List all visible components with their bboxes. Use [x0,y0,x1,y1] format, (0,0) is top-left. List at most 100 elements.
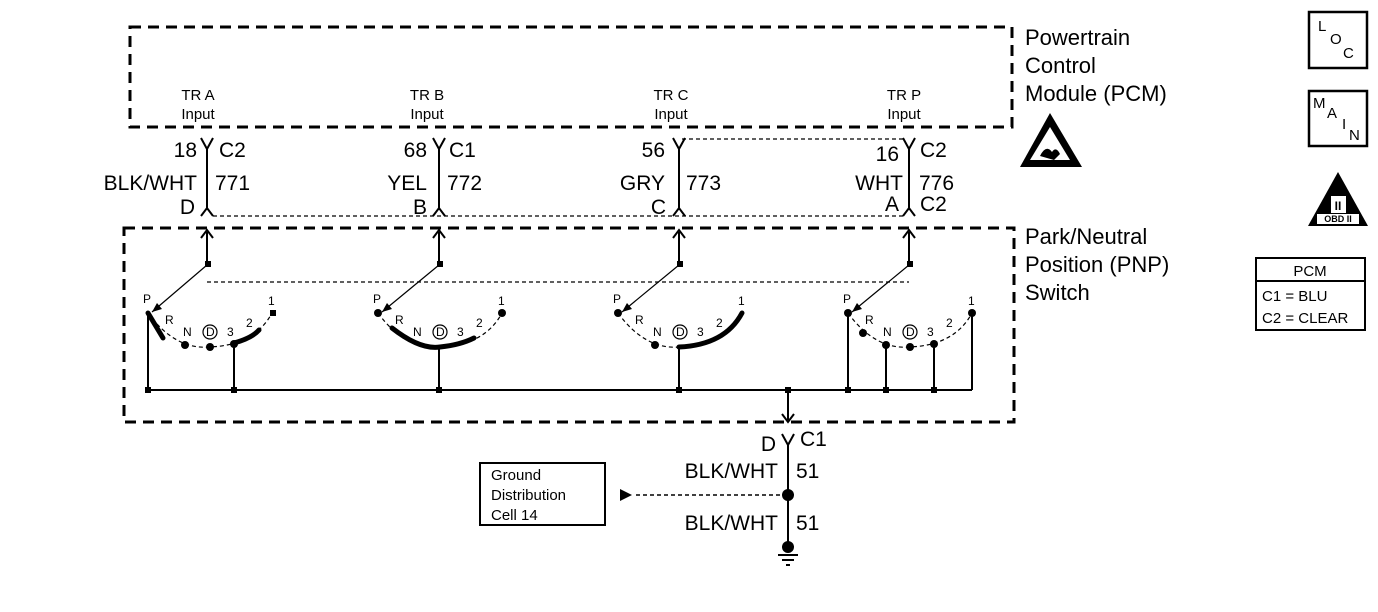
pcm-title-2: Control [1025,53,1096,78]
circuit-771: 771 [215,172,250,195]
circuit-772: 772 [447,172,482,195]
pos-d-p: D [906,325,915,339]
pcm-connector-legend: PCM C1 = BLU C2 = CLEAR [1255,257,1366,331]
loc-c: C [1343,45,1354,62]
pnp-box [122,226,1016,424]
pnp-switch-sections [145,228,976,424]
pos-r-p: R [865,313,874,327]
pos-3-b: 3 [457,325,464,339]
pos-p-p: P [843,292,851,306]
pcm-title-1: Powertrain [1025,25,1130,50]
main-m: M [1313,95,1326,112]
pin-16: 16 [876,143,899,166]
ground-wire1-color: BLK/WHT [685,460,779,483]
obd-numeral: II [1335,199,1342,213]
pos-2-p: 2 [946,316,953,330]
switch-position-labels: P R N D 3 2 1 P R N D 3 2 1 P R N D 3 2 … [143,292,975,340]
circuit-776: 776 [919,172,954,195]
pnp-pin-b: B [413,196,427,219]
pcm-table-title: PCM [1293,263,1326,280]
pcm-table-row-2: C2 = CLEAR [1262,310,1348,327]
input-label-trb: TR B [410,87,444,104]
pos-1-b: 1 [498,294,505,308]
input-label-tra: TR A [181,87,214,104]
ground-distribution-ref-box [479,462,606,526]
input-sub-trc: Input [654,106,688,123]
main-i: I [1342,116,1346,133]
loc-l: L [1318,18,1326,35]
ground-pin-d: D [761,433,776,456]
input-label-trp: TR P [887,87,921,104]
wire-color-772: YEL [387,172,427,195]
ground-wire2-color: BLK/WHT [685,512,779,535]
connector-c1-b: C1 [449,139,476,162]
pnp-title-2: Position (PNP) [1025,252,1169,277]
pos-d-c: D [676,325,685,339]
pos-3-p: 3 [927,325,934,339]
obd-label: OBD II [1324,214,1352,224]
pos-p-b: P [373,292,381,306]
input-sub-trb: Input [410,106,444,123]
pos-2-b: 2 [476,316,483,330]
wire-771 [200,137,214,217]
pos-n-a: N [183,325,192,339]
pnp-title-3: Switch [1025,280,1090,305]
ground-circuit [620,433,798,566]
pos-p-a: P [143,292,151,306]
wire-776 [902,137,916,217]
switch-section-b [374,228,506,390]
pos-p-c: P [613,292,621,306]
main-n: N [1349,127,1360,144]
pos-n-p: N [883,325,892,339]
pos-1-c: 1 [738,294,745,308]
loc-o: O [1330,31,1342,48]
pos-r-c: R [635,313,644,327]
ref-line-2: Distribution [491,487,566,504]
pcm-table-row-1: C1 = BLU [1262,288,1327,305]
pin-68: 68 [404,139,427,162]
pcm-title-3: Module (PCM) [1025,81,1167,106]
pcm-box [128,25,1014,129]
pos-2-c: 2 [716,316,723,330]
wire-color-773: GRY [620,172,665,195]
circuit-773: 773 [686,172,721,195]
ref-line-3: Cell 14 [491,507,538,524]
pos-d-a: D [206,325,215,339]
main-a: A [1327,105,1337,122]
switch-section-a [145,228,276,390]
ground-wire2-circuit: 51 [796,512,819,535]
wire-773 [672,137,686,217]
pos-1-a: 1 [268,294,275,308]
pos-r-b: R [395,313,404,327]
wire-color-776: WHT [855,172,903,195]
switch-section-c [614,228,745,390]
pos-3-a: 3 [227,325,234,339]
input-sub-trp: Input [887,106,921,123]
wire-color-771: BLK/WHT [104,172,198,195]
loc-icon: L O C [1307,10,1369,70]
ref-line-1: Ground [491,467,541,484]
wire-772 [432,137,446,217]
ground-wire1-circuit: 51 [796,460,819,483]
pos-n-c: N [653,325,662,339]
pos-1-p: 1 [968,294,975,308]
pnp-pin-c: C [651,196,666,219]
input-sub-tra: Input [181,106,215,123]
pos-2-a: 2 [246,316,253,330]
connector-c2-a: C2 [219,139,246,162]
pos-r-a: R [165,313,174,327]
pnp-title-1: Park/Neutral [1025,224,1147,249]
connector-c2-p: C2 [920,139,947,162]
pin-56: 56 [642,139,665,162]
pos-3-c: 3 [697,325,704,339]
ground-connector-c1: C1 [800,428,827,451]
pin-18: 18 [174,139,197,162]
input-label-trc: TR C [654,87,689,104]
esd-warning-icon [1020,113,1082,167]
pnp-pin-d: D [180,196,195,219]
pos-n-b: N [413,325,422,339]
main-icon: M A I N [1307,89,1369,148]
connector-c2-pnp: C2 [920,193,947,216]
switch-section-p [844,228,976,390]
